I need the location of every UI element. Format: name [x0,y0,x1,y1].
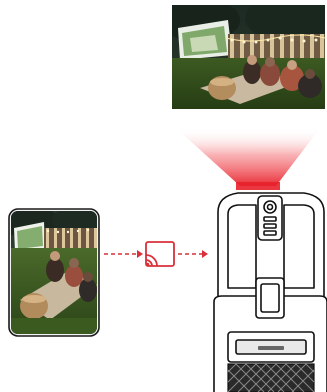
cast-flow [104,242,208,266]
arrow-head-right [202,250,208,258]
phone-screen-photo [0,206,108,334]
arrow-head-left [137,250,143,258]
projected-photo [160,0,327,109]
projector [212,193,327,392]
screen-cast-icon [146,242,174,266]
lens-glow [236,182,280,190]
phone [0,206,108,336]
speaker-grille [228,364,314,392]
light-beam [176,128,320,186]
